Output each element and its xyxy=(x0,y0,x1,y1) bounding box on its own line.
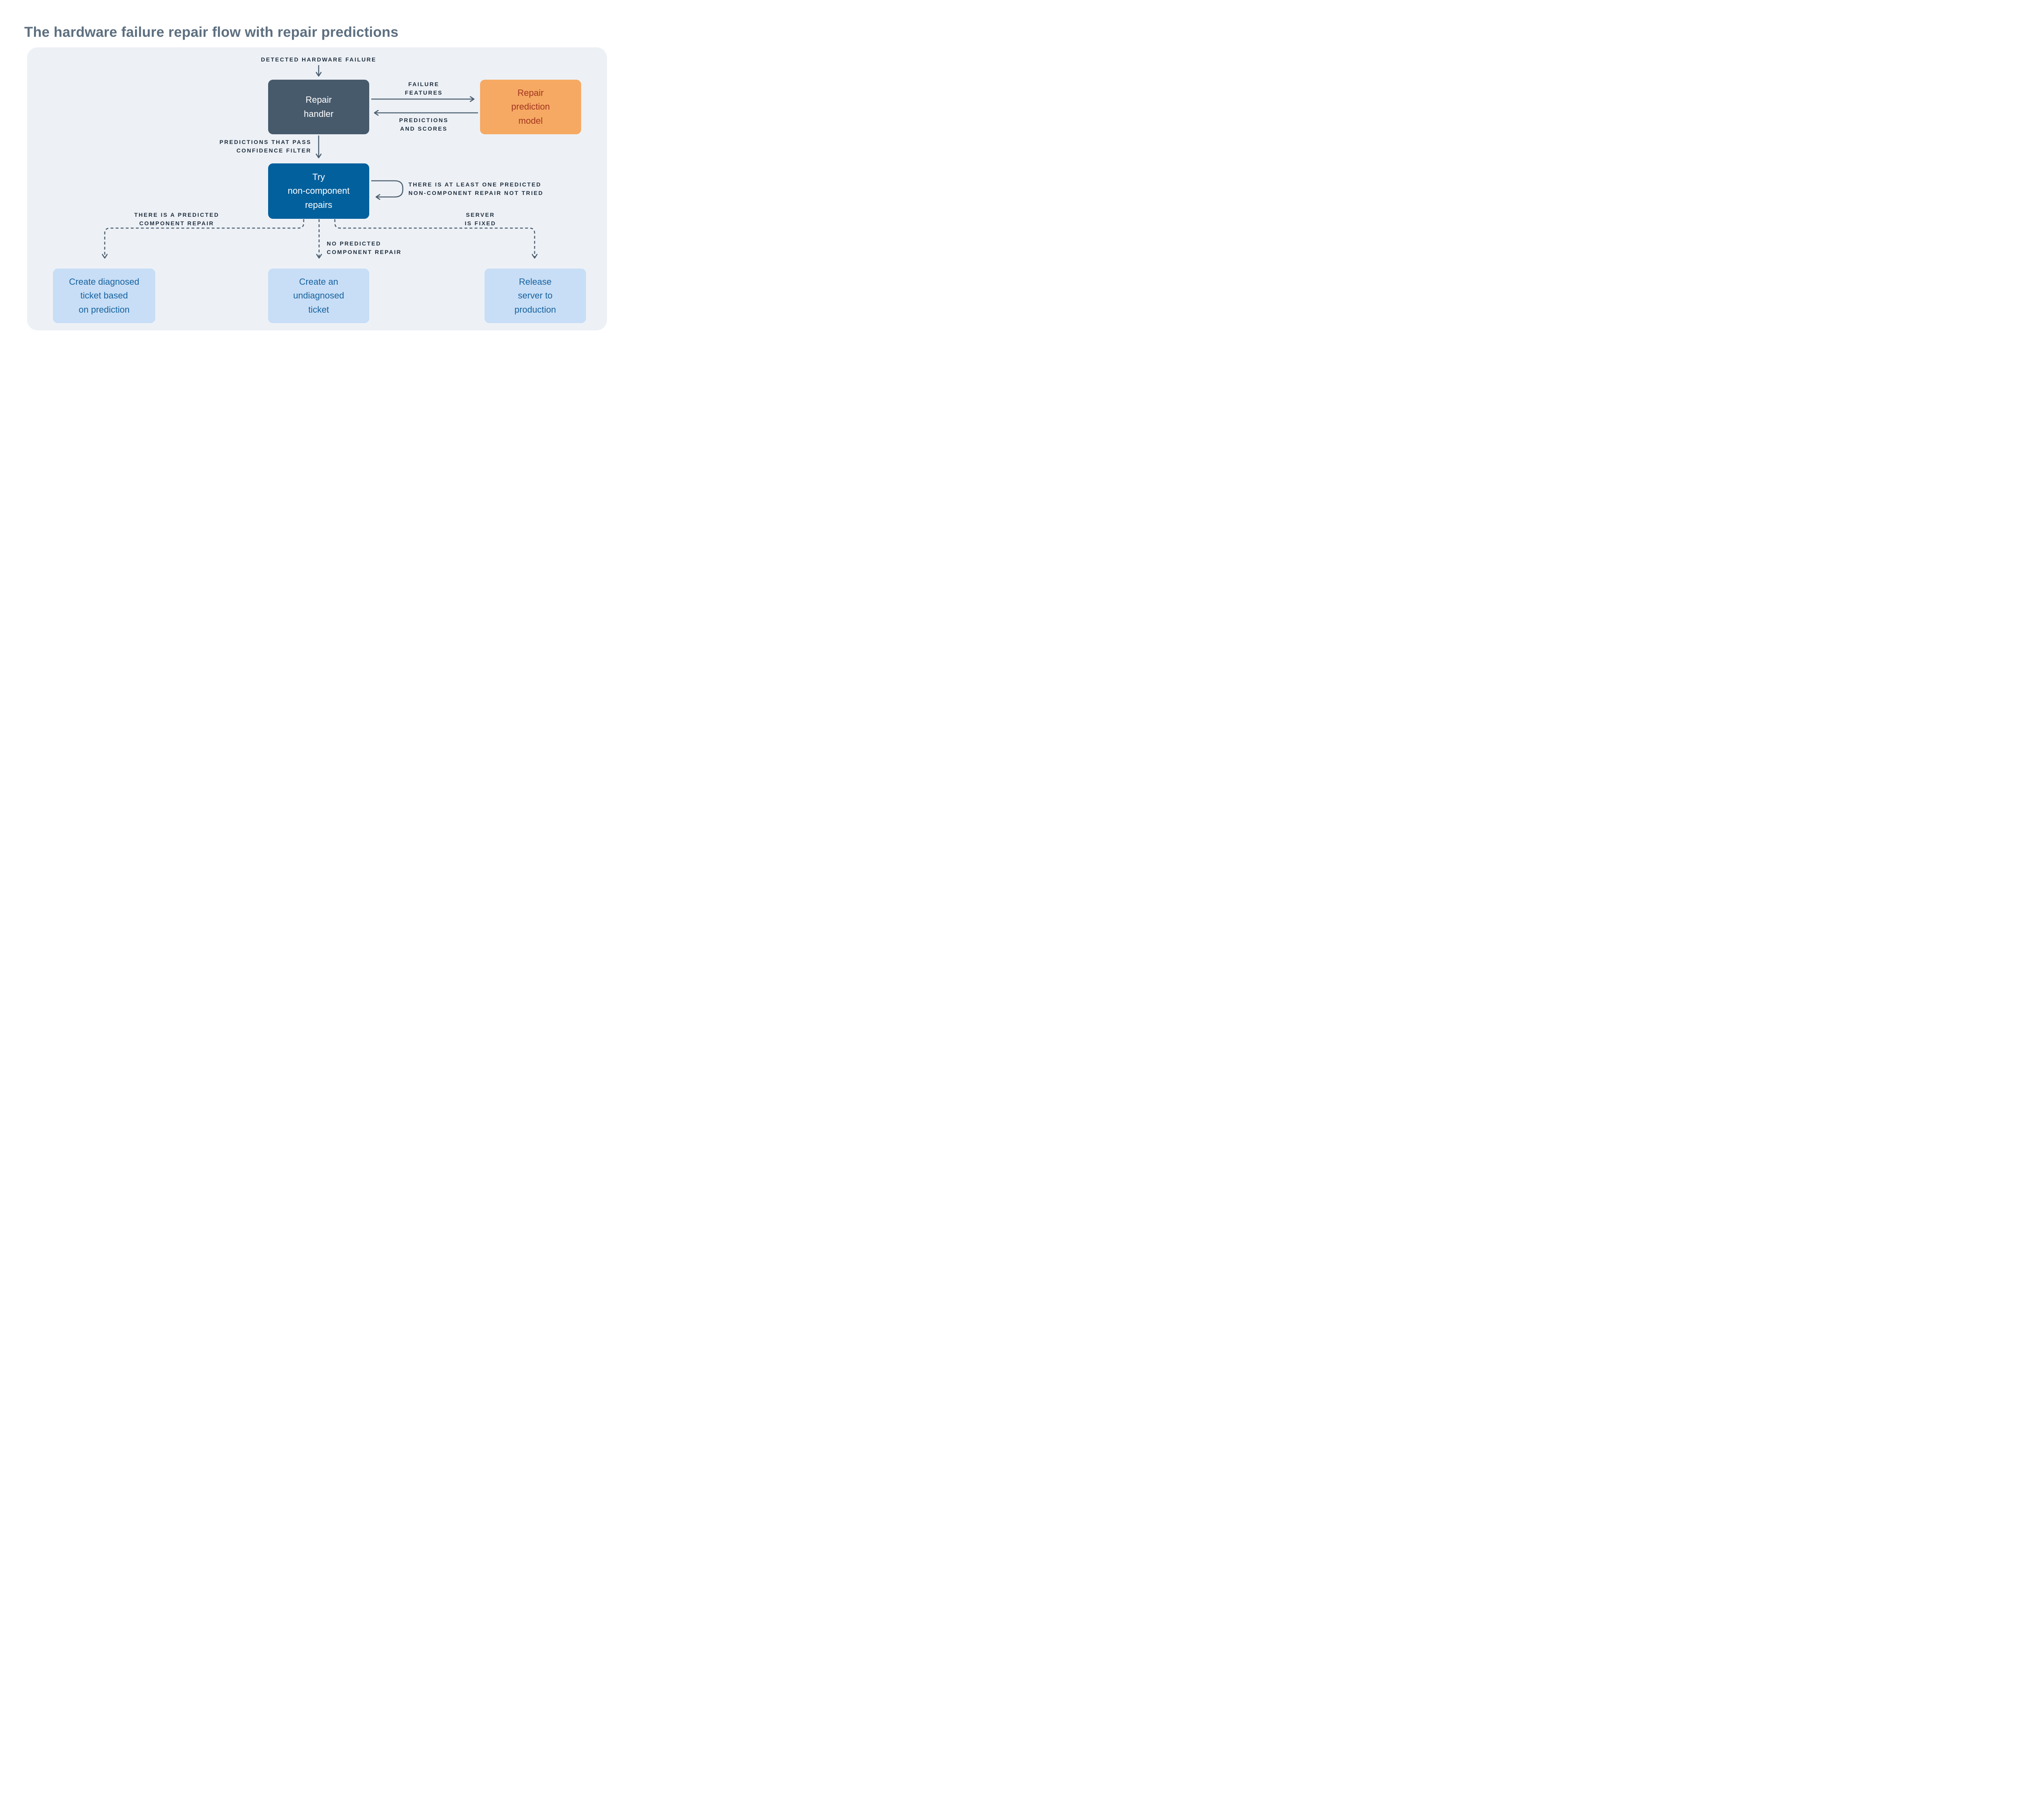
label-no-predicted-component-repair: NO PREDICTED COMPONENT REPAIR xyxy=(327,240,402,255)
label-predicted-component-repair: THERE IS A PREDICTED COMPONENT REPAIR xyxy=(134,212,220,226)
label-predictions-and-scores: PREDICTIONS AND SCORES xyxy=(399,117,449,132)
label-detected-hardware-failure: DETECTED HARDWARE FAILURE xyxy=(261,56,376,63)
node-repair-handler: Repair handler xyxy=(268,80,369,134)
node-repair-prediction-model: Repair prediction model xyxy=(480,80,581,134)
label-predictions-pass-filter: PREDICTIONS THAT PASS CONFIDENCE FILTER xyxy=(219,139,311,154)
page-title: The hardware failure repair flow with re… xyxy=(24,24,399,40)
node-create-diagnosed-ticket: Create diagnosed ticket based on predict… xyxy=(53,269,155,323)
label-server-is-fixed: SERVER IS FIXED xyxy=(465,212,496,226)
label-failure-features: FAILURE FEATURES xyxy=(405,81,443,96)
node-create-undiagnosed-ticket: Create an undiagnosed ticket xyxy=(268,269,369,323)
label-loop-condition: THERE IS AT LEAST ONE PREDICTED NON-COMP… xyxy=(408,181,544,196)
hardware-failure-repair-flow-diagram: The hardware failure repair flow with re… xyxy=(0,0,634,357)
node-release-server: Release server to production xyxy=(484,269,586,323)
node-try-non-component-repairs: Try non-component repairs xyxy=(268,163,369,219)
